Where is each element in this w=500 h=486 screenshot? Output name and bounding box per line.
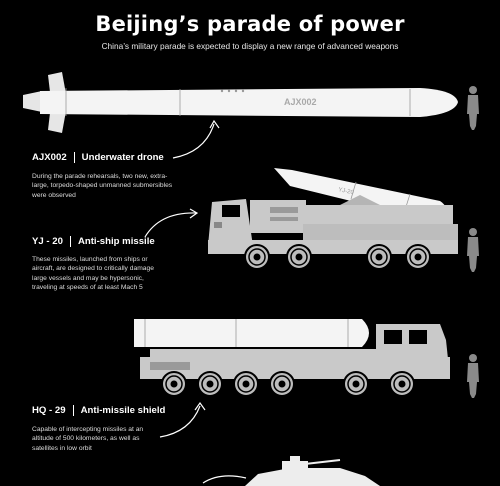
underwater-drone-illustration: AJX002 — [23, 72, 479, 159]
anti-missile-truck-illustration — [134, 319, 479, 438]
human-silhouette-icon — [467, 354, 479, 398]
weapon-code: AJX002 — [32, 152, 75, 163]
weapon-label-yj20: YJ - 20 Anti-ship missile — [32, 236, 155, 247]
missile-marking: YJ-20 — [338, 187, 355, 196]
weapon-code: YJ - 20 — [32, 236, 71, 247]
weapon-description-hq29: Capable of intercepting missiles at an a… — [32, 426, 144, 452]
curved-arrow-icon — [172, 123, 215, 159]
armored-vehicle-partial-illustration — [202, 456, 380, 486]
weapon-description-ajx002: During the parade rehearsals, two new, e… — [32, 173, 173, 199]
drone-hull-marking: AJX002 — [284, 97, 317, 107]
weapon-name: Anti-ship missile — [77, 236, 155, 247]
weapon-code: HQ - 29 — [32, 405, 74, 416]
anti-ship-missile-truck-illustration: YJ-20 — [144, 168, 479, 272]
curved-arrow-icon — [159, 405, 201, 438]
weapon-description-yj20: These missiles, launched from ships or a… — [32, 256, 154, 291]
human-silhouette-icon — [467, 86, 479, 130]
weapon-label-ajx002: AJX002 Underwater drone — [32, 152, 164, 163]
curved-arrow-icon — [144, 212, 197, 238]
weapon-label-hq29: HQ - 29 Anti-missile shield — [32, 405, 165, 416]
weapon-name: Anti-missile shield — [80, 405, 166, 416]
weapon-name: Underwater drone — [81, 152, 164, 163]
page-title: Beijing’s parade of power — [95, 12, 405, 36]
human-silhouette-icon — [467, 228, 479, 272]
page-subtitle: China’s military parade is expected to d… — [101, 41, 399, 51]
